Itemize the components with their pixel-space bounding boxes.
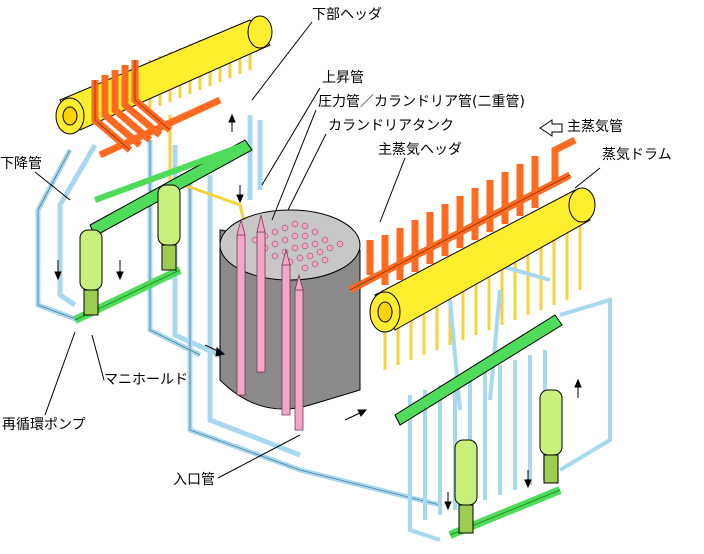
label-main-steam-pipe: 主蒸気管 <box>567 119 623 135</box>
right-steam-drum <box>369 187 596 333</box>
tube-holes <box>251 220 344 272</box>
left-steam-pipe-outline <box>94 60 171 151</box>
left-recirc-pump-2 <box>157 184 181 271</box>
label-calandria-tank: カランドリアタンク <box>328 118 454 134</box>
right-lower-header <box>394 314 563 426</box>
leader-inlet-pipe <box>217 434 301 479</box>
label-riser: 上昇管 <box>322 70 364 86</box>
leader-riser <box>261 87 321 186</box>
right-recirc-pump-1 <box>454 439 478 534</box>
leader-pressure-tube <box>271 109 317 221</box>
leader-downcomer <box>34 171 71 201</box>
label-recirc-pump: 再循環ポンプ <box>2 417 86 433</box>
leader-lower-header <box>251 21 313 101</box>
label-inlet-pipe: 入口管 <box>173 472 215 488</box>
label-manifold: マニホールド <box>104 372 188 388</box>
left-recirc-pump-1 <box>79 229 103 316</box>
leader-steam-drum <box>574 167 601 189</box>
left-loop <box>35 15 441 508</box>
flow-arrows <box>54 113 582 511</box>
leader-calandria-tank <box>287 133 327 211</box>
calandria-tank <box>219 209 361 431</box>
right-steam-header-outline <box>349 174 571 291</box>
leader-manifold <box>91 334 105 381</box>
labels: 下部ヘッダ 上昇管 圧力管／カランドリア管(二重管) カランドリアタンク 主蒸気… <box>0 7 672 488</box>
main-steam-arrow <box>539 119 563 137</box>
leader-steam-header <box>379 157 406 223</box>
label-steam-header: 主蒸気ヘッダ <box>378 142 462 158</box>
right-loop <box>348 119 612 542</box>
leader-recirc-pump <box>44 331 76 416</box>
label-pressure-tube: 圧力管／カランドリア管(二重管) <box>318 94 525 110</box>
left-steam-drum <box>55 15 273 135</box>
label-lower-header: 下部ヘッダ <box>312 7 382 23</box>
pressure-tubes <box>236 214 304 431</box>
label-downcomer: 下降管 <box>0 156 42 172</box>
right-recirc-pump-2 <box>539 389 563 484</box>
label-steam-drum: 蒸気ドラム <box>602 147 672 163</box>
